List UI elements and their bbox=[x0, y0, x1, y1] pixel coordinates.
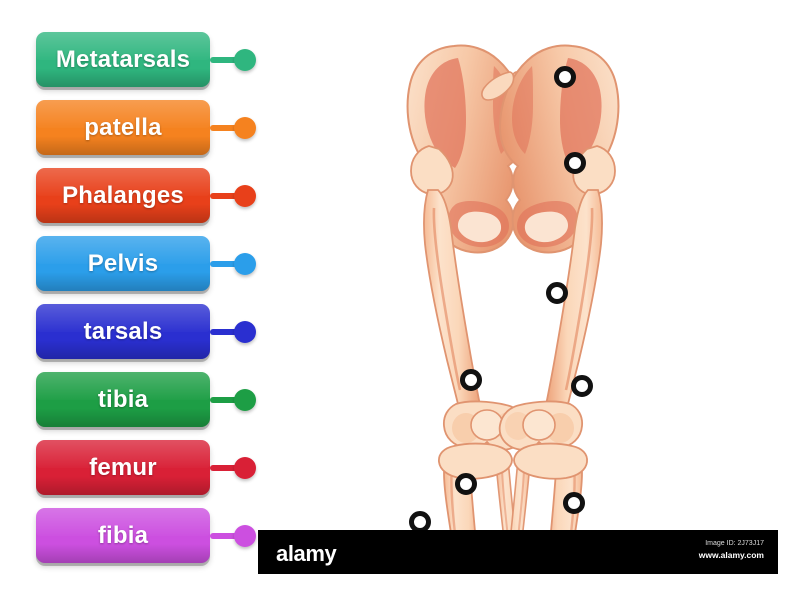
label-row: tibia bbox=[36, 372, 261, 440]
label-card-femur[interactable]: femur bbox=[36, 440, 210, 495]
label-card-text: Phalanges bbox=[62, 181, 184, 209]
drop-target-6[interactable] bbox=[455, 473, 477, 495]
connector-patella bbox=[210, 117, 262, 139]
label-card-patella[interactable]: patella bbox=[36, 100, 210, 155]
label-row: Metatarsals bbox=[36, 32, 261, 100]
skeleton-illustration bbox=[258, 18, 778, 536]
connector-dot[interactable] bbox=[234, 117, 256, 139]
label-row: Phalanges bbox=[36, 168, 261, 236]
label-card-phalanges[interactable]: Phalanges bbox=[36, 168, 210, 223]
label-row: Pelvis bbox=[36, 236, 261, 304]
label-card-text: tibia bbox=[97, 385, 149, 413]
alamy-url-text: www.alamy.com bbox=[698, 550, 764, 560]
label-card-text: femur bbox=[89, 453, 157, 481]
connector-line bbox=[210, 125, 240, 131]
label-row: fibia bbox=[36, 508, 261, 576]
connector-line bbox=[210, 193, 240, 199]
label-card-pelvis[interactable]: Pelvis bbox=[36, 236, 210, 291]
connector-dot[interactable] bbox=[234, 253, 256, 275]
drop-target-1[interactable] bbox=[554, 66, 576, 88]
connector-phalanges bbox=[210, 185, 262, 207]
label-card-text: fibia bbox=[97, 521, 149, 549]
patella-right-bone bbox=[522, 409, 556, 441]
connector-dot[interactable] bbox=[234, 525, 256, 547]
label-card-text: Pelvis bbox=[87, 249, 159, 277]
connector-femur bbox=[210, 457, 262, 479]
drop-target-3[interactable] bbox=[546, 282, 568, 304]
alamy-watermark-bar: alamy Image ID: 2J73J17 www.alamy.com bbox=[258, 530, 778, 574]
label-row: femur bbox=[36, 440, 261, 508]
femur-left bbox=[410, 145, 528, 451]
image-id-text: Image ID: 2J73J17 bbox=[705, 540, 764, 547]
connector-dot[interactable] bbox=[234, 457, 256, 479]
connector-tibia bbox=[210, 389, 262, 411]
connector-line bbox=[210, 329, 240, 335]
label-row: patella bbox=[36, 100, 261, 168]
label-card-metatarsals[interactable]: Metatarsals bbox=[36, 32, 210, 87]
connector-line bbox=[210, 261, 240, 267]
label-card-tarsals[interactable]: tarsals bbox=[36, 304, 210, 359]
connector-dot[interactable] bbox=[234, 49, 256, 71]
connector-fibia bbox=[210, 525, 262, 547]
label-card-text: patella bbox=[84, 113, 162, 141]
label-row: tarsals bbox=[36, 304, 261, 372]
connector-pelvis bbox=[210, 253, 262, 275]
connector-dot[interactable] bbox=[234, 389, 256, 411]
diagram-panel: alamy Image ID: 2J73J17 www.alamy.com bbox=[258, 18, 778, 574]
connector-dot[interactable] bbox=[234, 321, 256, 343]
connector-dot[interactable] bbox=[234, 185, 256, 207]
connector-line bbox=[210, 57, 240, 63]
drop-target-4[interactable] bbox=[460, 369, 482, 391]
alamy-logo: alamy bbox=[276, 541, 337, 566]
connector-tarsals bbox=[210, 321, 262, 343]
connector-metatarsals bbox=[210, 49, 262, 71]
drop-target-5[interactable] bbox=[571, 375, 593, 397]
patella-left-bone bbox=[470, 409, 504, 441]
connector-line bbox=[210, 397, 240, 403]
lower-leg-left bbox=[438, 442, 517, 536]
connector-line bbox=[210, 533, 240, 539]
label-card-text: tarsals bbox=[83, 317, 163, 345]
label-card-fibia[interactable]: fibia bbox=[36, 508, 210, 563]
drop-target-2[interactable] bbox=[564, 152, 586, 174]
label-card-text: Metatarsals bbox=[55, 45, 191, 73]
lower-leg-right bbox=[509, 442, 588, 536]
label-card-tibia[interactable]: tibia bbox=[36, 372, 210, 427]
label-list: Metatarsals patella Phalanges bbox=[36, 32, 261, 576]
drop-target-7[interactable] bbox=[563, 492, 585, 514]
watermark-meta: Image ID: 2J73J17 www.alamy.com bbox=[699, 538, 764, 561]
connector-line bbox=[210, 465, 240, 471]
